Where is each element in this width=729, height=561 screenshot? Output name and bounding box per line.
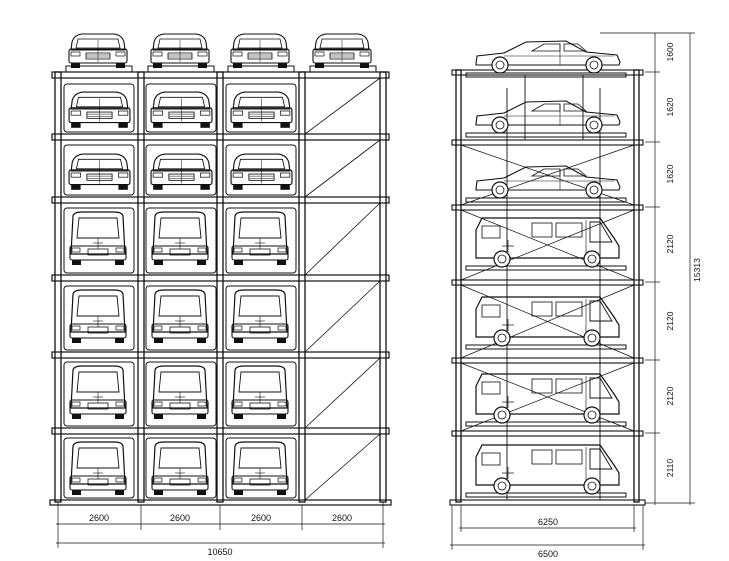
- side-van-level-7: [475, 444, 620, 495]
- front-van-level-6-bay-2: [151, 365, 209, 420]
- side-pallet-level-6: [465, 421, 627, 427]
- front-sedan-level-3-bay-1: [68, 153, 131, 191]
- side-pallet-level-1: [465, 72, 627, 78]
- side-level-height-2: 1620: [665, 97, 675, 116]
- front-top-pallet-bay-3: [227, 65, 295, 73]
- front-van-level-4-bay-3: [231, 211, 289, 266]
- side-van-level-4: [475, 217, 620, 268]
- front-van-level-6-bay-1: [69, 365, 127, 420]
- front-bay-width-2: 2600: [170, 513, 190, 523]
- side-van-level-6: [475, 373, 620, 424]
- front-bay-width-1: 2600: [89, 513, 109, 523]
- side-sedan-level-1: [475, 40, 621, 74]
- side-pallet-level-4: [465, 265, 627, 271]
- front-van-level-4-bay-2: [151, 211, 209, 266]
- side-level-height-7: 2110: [665, 459, 675, 478]
- front-pallet-level-5-bay-2: [145, 285, 217, 351]
- front-sedan-level-1-bay-2: [150, 33, 210, 69]
- front-pallet-level-7-bay-1: [63, 437, 135, 499]
- side-pallet-level-5: [465, 344, 627, 350]
- front-pallet-level-6-bay-1: [63, 361, 135, 427]
- front-van-level-5-bay-2: [151, 289, 209, 344]
- front-pallet-level-7-bay-3: [225, 437, 297, 499]
- front-pallet-level-6-bay-3: [225, 361, 297, 427]
- front-sedan-level-1-bay-4: [312, 33, 372, 69]
- front-sedan-level-1-bay-1: [68, 33, 128, 69]
- front-van-level-5-bay-3: [231, 289, 289, 344]
- front-van-level-6-bay-3: [231, 365, 289, 420]
- front-van-level-4-bay-1: [69, 211, 127, 266]
- side-sedan-level-2: [475, 100, 621, 134]
- front-sedan-level-2-bay-2: [150, 91, 213, 129]
- side-total-height: 15313: [692, 258, 702, 282]
- front-van-level-7-bay-2: [151, 441, 209, 496]
- front-sedan-level-1-bay-3: [230, 33, 290, 69]
- front-sedan-level-3-bay-3: [230, 153, 293, 191]
- front-total-width: 10650: [207, 547, 232, 557]
- side-level-height-4: 2120: [665, 234, 675, 253]
- front-top-pallet-bay-4: [309, 65, 377, 73]
- front-pallet-level-2-bay-3: [225, 83, 297, 133]
- front-pallet-level-2-bay-1: [63, 83, 135, 133]
- front-view-elevation: 2600 2600 2600 2600 10650: [49, 33, 392, 557]
- side-pallet-level-7: [465, 492, 627, 498]
- front-pallet-level-4-bay-2: [145, 207, 217, 274]
- front-pallet-level-5-bay-3: [225, 285, 297, 351]
- front-pallet-level-4-bay-3: [225, 207, 297, 274]
- side-level-height-1: 1600: [665, 42, 675, 61]
- front-pallet-level-3-bay-3: [225, 144, 297, 196]
- front-pallet-level-6-bay-2: [145, 361, 217, 427]
- front-sedan-level-2-bay-3: [230, 91, 293, 129]
- front-bay-width-3: 2600: [251, 513, 271, 523]
- front-pallet-level-5-bay-1: [63, 285, 135, 351]
- front-van-level-5-bay-1: [69, 289, 127, 344]
- front-pallet-level-2-bay-2: [145, 83, 217, 133]
- side-level-height-5: 2120: [665, 311, 675, 330]
- front-bay-width-4: 2600: [332, 513, 352, 523]
- front-pallet-level-7-bay-2: [145, 437, 217, 499]
- side-sedan-level-3: [475, 165, 621, 199]
- side-level-height-6: 2120: [665, 386, 675, 405]
- front-pallet-level-3-bay-2: [145, 144, 217, 196]
- front-van-level-7-bay-1: [69, 441, 127, 496]
- front-van-level-7-bay-3: [231, 441, 289, 496]
- side-level-height-3: 1620: [665, 164, 675, 183]
- side-pallet-level-2: [465, 132, 627, 138]
- front-pallet-level-3-bay-1: [63, 144, 135, 196]
- front-top-pallet-bay-1: [65, 65, 133, 73]
- front-sedan-level-3-bay-2: [150, 153, 213, 191]
- side-inner-width: 6250: [538, 517, 558, 527]
- front-top-pallet-bay-2: [147, 65, 215, 73]
- side-pallet-level-3: [465, 197, 627, 203]
- side-outer-width: 6500: [538, 549, 558, 559]
- front-sedan-level-2-bay-1: [68, 91, 131, 129]
- front-pallet-level-4-bay-1: [63, 207, 135, 274]
